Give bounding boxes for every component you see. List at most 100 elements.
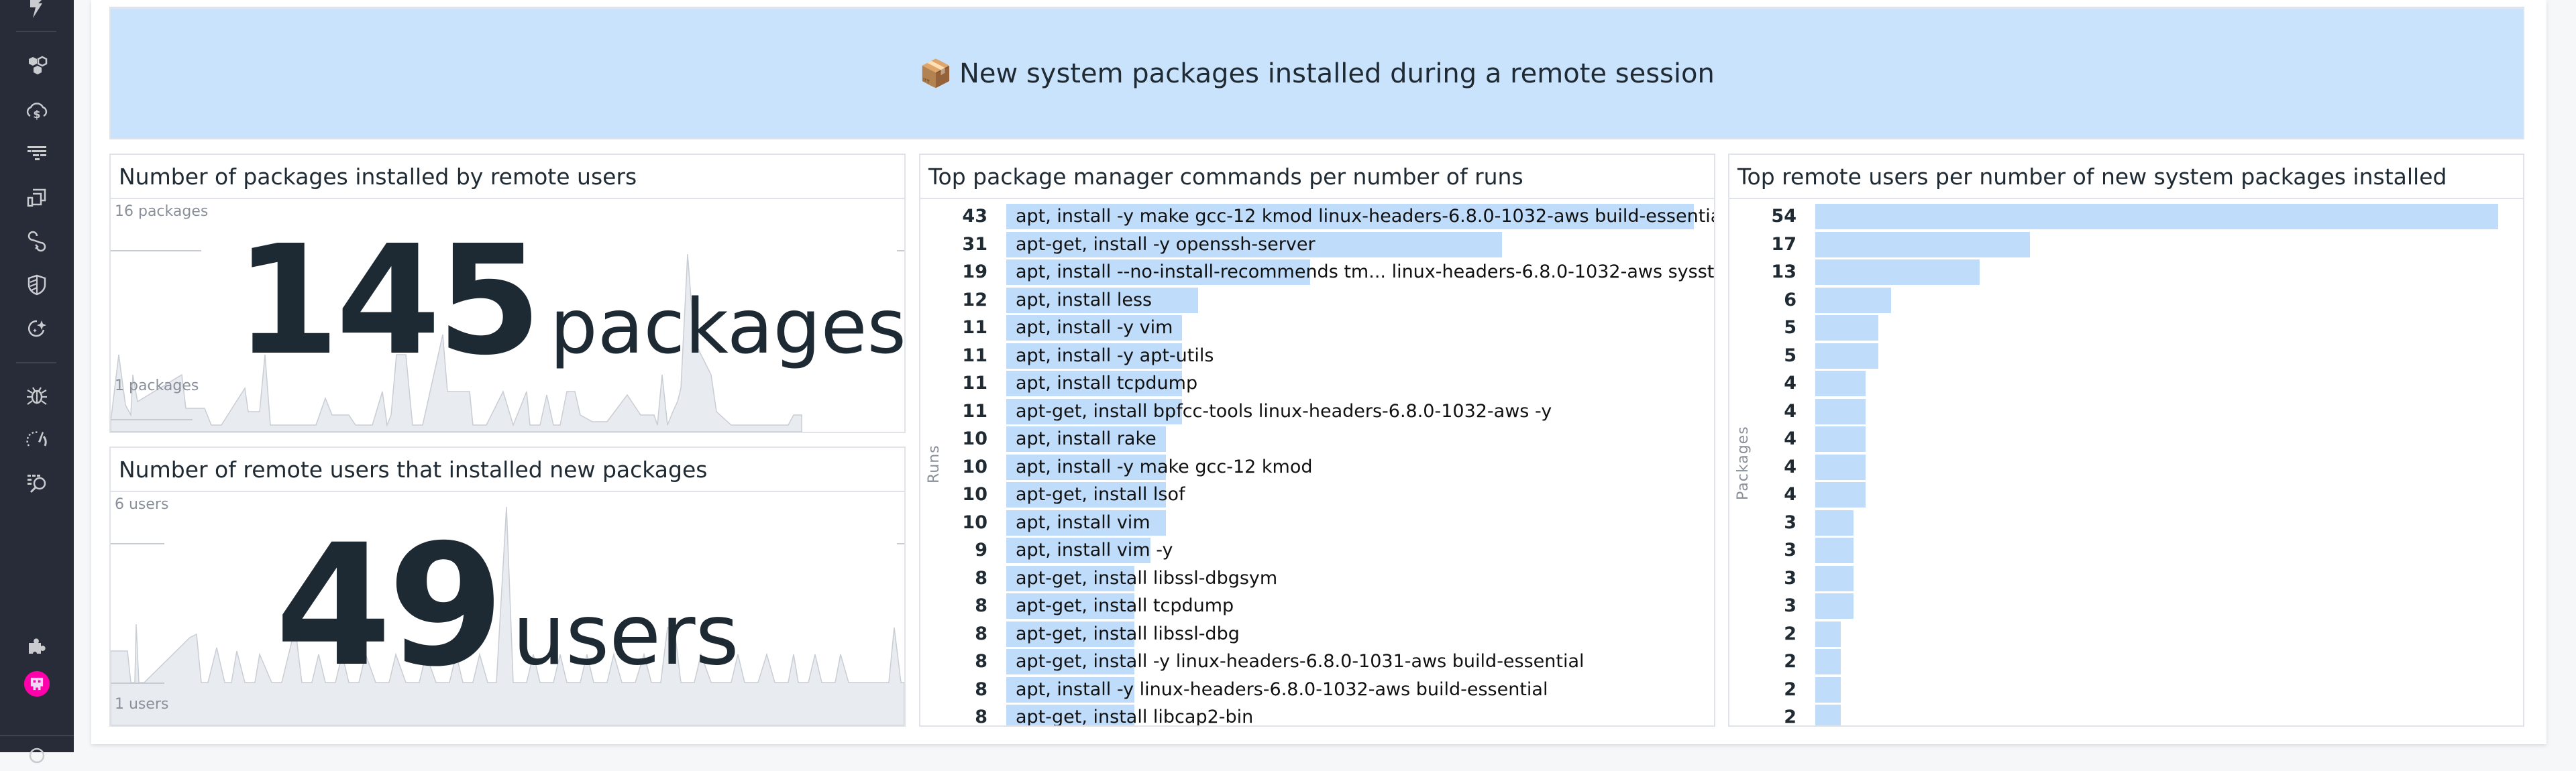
row-bar: [1006, 259, 1310, 285]
row-bar: [1006, 343, 1183, 369]
row-bar: [1815, 454, 1866, 480]
toplist-row[interactable]: 2: [1729, 648, 2523, 675]
toplist-row[interactable]: 4: [1729, 481, 2523, 508]
bug-icon[interactable]: [20, 379, 54, 412]
toplist-row[interactable]: 4: [1729, 398, 2523, 425]
row-value: 8: [975, 567, 987, 589]
value-number: 49: [275, 508, 504, 703]
row-label: apt, install -y apt-utils: [1016, 345, 1214, 366]
row-bar: [1815, 426, 1866, 452]
axis-max-line: [897, 543, 904, 544]
row-bar: [1006, 510, 1167, 536]
nav-sidebar: $: [0, 0, 74, 764]
ai-observability-icon[interactable]: [20, 312, 54, 345]
row-bar: [1815, 649, 1841, 674]
axis-max-line: [111, 543, 164, 544]
query-value-body: 16 packages 1 packages 145 packages: [111, 200, 904, 432]
row-bar: [1815, 287, 1892, 313]
row-bar: [1815, 315, 1879, 341]
row-value: 3: [1784, 595, 1796, 616]
sidebar-divider: [16, 31, 56, 32]
toplist-row[interactable]: 8 apt-get, install libssl-dbgsym: [920, 565, 1714, 592]
row-label: apt, install -y vim: [1016, 317, 1173, 338]
top-users-widget[interactable]: Top remote users per number of new syste…: [1728, 154, 2524, 727]
apm-trace-icon[interactable]: [20, 225, 54, 258]
arrow-icon[interactable]: [20, 0, 54, 24]
toplist-row[interactable]: 5: [1729, 343, 2523, 369]
toplist-row[interactable]: 2: [1729, 704, 2523, 725]
row-value: 3: [1784, 540, 1796, 560]
row-label: apt, install vim: [1016, 512, 1150, 533]
row-label: apt-get, install libssl-dbgsym: [1016, 567, 1278, 589]
toplist-row[interactable]: 17: [1729, 231, 2523, 258]
integrations-puzzle-icon[interactable]: [20, 630, 54, 664]
toplist-row[interactable]: 4: [1729, 426, 2523, 453]
toplist-row[interactable]: 54: [1729, 203, 2523, 230]
axis-min-line: [111, 683, 164, 684]
row-value: 10: [962, 512, 987, 533]
toplist-row[interactable]: 2: [1729, 621, 2523, 648]
row-value: 54: [1771, 206, 1796, 227]
digital-experience-icon[interactable]: [20, 181, 54, 215]
top-commands-widget[interactable]: Top package manager commands per number …: [919, 154, 1715, 727]
row-value: 8: [975, 707, 987, 725]
toplist-row[interactable]: 3: [1729, 593, 2523, 619]
row-bar: [1006, 649, 1134, 674]
query-value: 49 users: [275, 508, 739, 703]
toplist-row[interactable]: 3: [1729, 510, 2523, 536]
row-bar: [1006, 593, 1134, 619]
row-bar: [1815, 705, 1841, 725]
row-bar: [1006, 371, 1183, 396]
toplist-row[interactable]: 3: [1729, 565, 2523, 592]
toplist-row[interactable]: 2: [1729, 676, 2523, 703]
performance-gauge-icon[interactable]: [20, 422, 54, 456]
row-bar: [1815, 259, 1980, 285]
cloud-cost-icon[interactable]: $: [20, 94, 54, 127]
sidebar-divider: [16, 362, 56, 363]
packages-installed-widget[interactable]: Number of packages installed by remote u…: [109, 154, 906, 433]
security-shield-icon[interactable]: [20, 268, 54, 302]
log-search-icon[interactable]: [20, 466, 54, 499]
toplist-row[interactable]: 10 apt, install vim: [920, 510, 1714, 536]
axis-max-label: 16 packages: [115, 203, 209, 220]
remote-users-widget[interactable]: Number of remote users that installed ne…: [109, 447, 906, 727]
toplist-row[interactable]: 3: [1729, 537, 2523, 564]
row-bar: [1006, 676, 1134, 703]
toplist-row[interactable]: 4: [1729, 370, 2523, 397]
row-value: 4: [1784, 400, 1796, 422]
toplist-row[interactable]: 6: [1729, 287, 2523, 314]
row-value: 3: [1784, 512, 1796, 533]
user-avatar-icon[interactable]: [20, 667, 54, 701]
row-bar: [1815, 510, 1854, 536]
row-bar: [1815, 343, 1879, 369]
infrastructure-icon[interactable]: [20, 50, 54, 84]
row-label: apt-get, install -y linux-headers-6.8.0-…: [1016, 651, 1585, 672]
help-icon[interactable]: [20, 737, 54, 771]
toplist-row[interactable]: 13: [1729, 259, 2523, 286]
toplist-row[interactable]: 4: [1729, 454, 2523, 481]
toplist-row[interactable]: 5: [1729, 314, 2523, 341]
row-value: 4: [1784, 373, 1796, 394]
axis-max-line: [897, 250, 904, 251]
row-bar: [1006, 315, 1183, 341]
logs-filter-icon[interactable]: [20, 137, 54, 171]
